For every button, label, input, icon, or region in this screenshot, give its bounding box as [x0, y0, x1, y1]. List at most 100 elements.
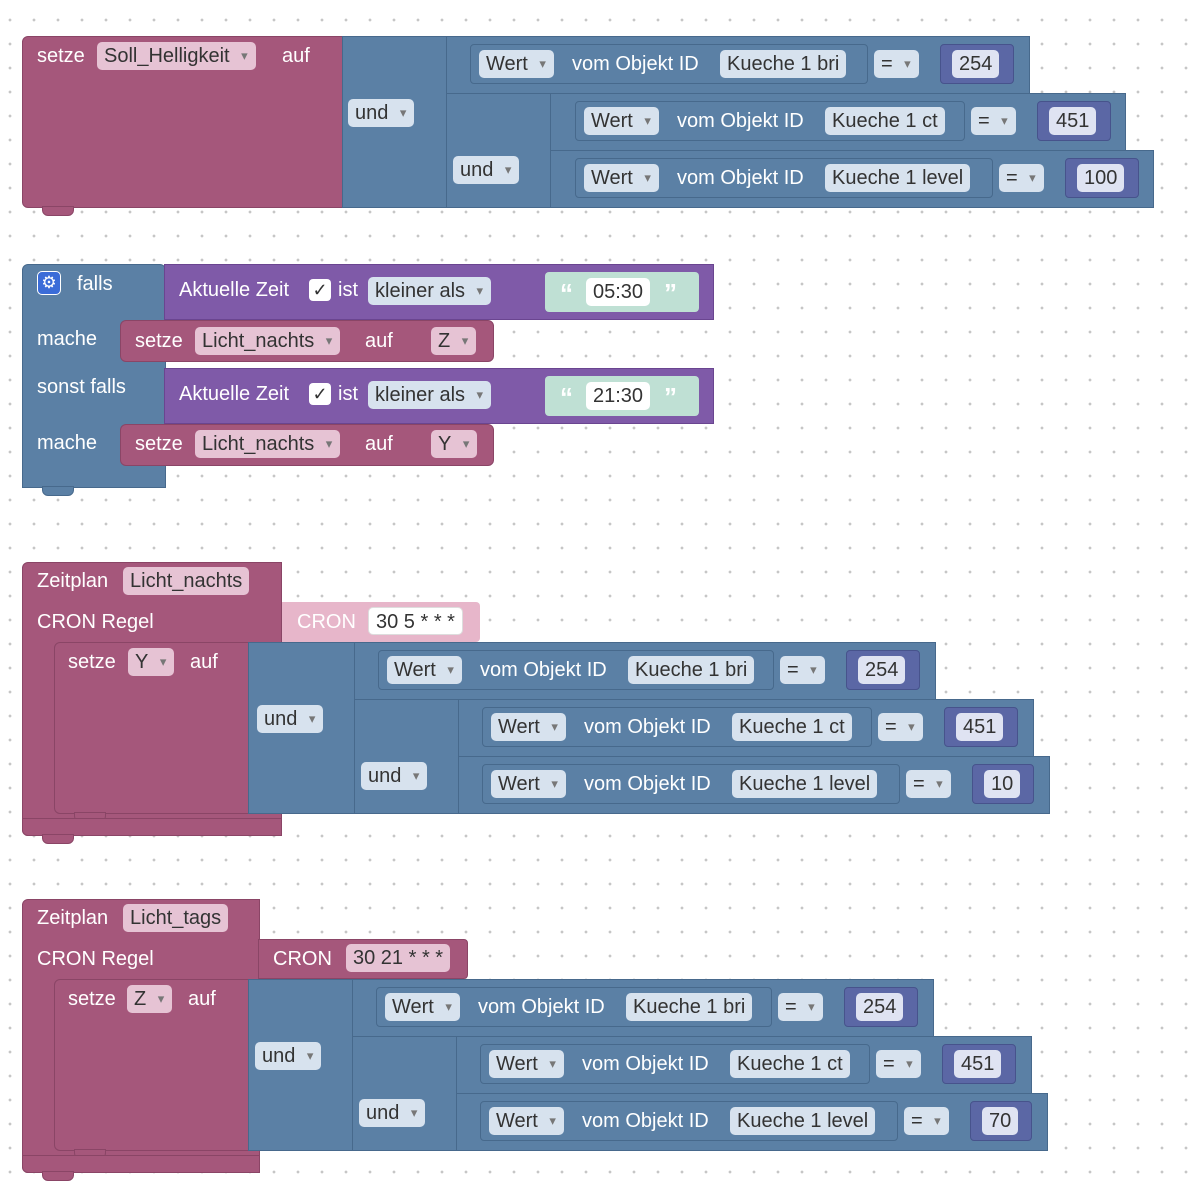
compare-dropdown[interactable]: kleiner als [368, 277, 492, 305]
if-block-bottom [22, 470, 166, 488]
aktuelle-zeit-label: Aktuelle Zeit [179, 383, 290, 405]
variable-dropdown[interactable]: Licht_nachts [195, 327, 341, 355]
number-value[interactable]: 451 [954, 1050, 1002, 1078]
time-value[interactable]: 05:30 [586, 278, 651, 306]
object-id-field[interactable]: Kueche 1 level [825, 164, 971, 192]
compare-dropdown[interactable]: kleiner als [368, 381, 492, 409]
quote-close-icon: ” [664, 278, 677, 308]
setze-label: setze [37, 45, 85, 67]
und-block-inner[interactable] [446, 93, 552, 208]
zeitplan-label: Zeitplan [37, 570, 109, 592]
number-value[interactable]: 254 [856, 993, 904, 1021]
number-value[interactable]: 70 [982, 1107, 1019, 1135]
logic-operator-dropdown[interactable]: und [348, 99, 415, 127]
variable-dropdown[interactable]: Y [128, 648, 175, 676]
setze-label: setze [135, 330, 183, 352]
number-value[interactable]: 100 [1077, 164, 1125, 192]
wert-dropdown[interactable]: Wert [491, 713, 566, 741]
operator-dropdown[interactable]: = [780, 656, 825, 684]
variable-dropdown[interactable]: Z [127, 985, 173, 1013]
quote-close-icon: ” [664, 382, 677, 412]
falls-label: falls [77, 273, 113, 295]
aktuelle-zeit-label: Aktuelle Zeit [179, 279, 290, 301]
number-value[interactable]: 10 [984, 770, 1021, 798]
vom-objekt-id-label: vom Objekt ID [572, 53, 699, 75]
logic-operator-dropdown[interactable]: und [361, 762, 428, 790]
ist-label: ist [338, 279, 358, 301]
cron-regel-label: CRON Regel [37, 611, 154, 633]
cron-expression-field[interactable]: 30 21 * * * [346, 944, 451, 972]
number-value[interactable]: 451 [1049, 107, 1097, 135]
und-block-inner[interactable] [354, 699, 460, 814]
setze-label: setze [68, 651, 116, 673]
object-id-field[interactable]: Kueche 1 ct [732, 713, 852, 741]
cron-label: CRON [297, 611, 356, 633]
vom-objekt-id-label: vom Objekt ID [582, 1110, 709, 1132]
set-variable-block[interactable] [54, 979, 250, 1151]
und-block-inner[interactable] [352, 1036, 458, 1151]
number-value[interactable]: 254 [858, 656, 906, 684]
variable-dropdown[interactable]: Licht_nachts [195, 430, 341, 458]
gear-icon[interactable]: ⚙ [37, 271, 61, 295]
auf-label: auf [188, 988, 216, 1010]
number-value[interactable]: 254 [952, 50, 1000, 78]
schedule-name-field[interactable]: Licht_nachts [123, 567, 250, 595]
logic-operator-dropdown[interactable]: und [257, 705, 324, 733]
wert-dropdown[interactable]: Wert [584, 164, 659, 192]
wert-dropdown[interactable]: Wert [385, 993, 460, 1021]
number-value[interactable]: 451 [956, 713, 1004, 741]
value-dropdown[interactable]: Z [431, 327, 477, 355]
object-id-field[interactable]: Kueche 1 level [730, 1107, 876, 1135]
block-notch [42, 486, 74, 496]
mache-label: mache [37, 328, 98, 350]
zeitplan-label: Zeitplan [37, 907, 109, 929]
auf-label: auf [282, 45, 310, 67]
operator-dropdown[interactable]: = [874, 50, 919, 78]
operator-dropdown[interactable]: = [999, 164, 1044, 192]
schedule-name-field[interactable]: Licht_tags [123, 904, 229, 932]
wert-dropdown[interactable]: Wert [387, 656, 462, 684]
checkbox[interactable]: ✓ [309, 279, 331, 301]
mache-label: mache [37, 432, 98, 454]
operator-dropdown[interactable]: = [876, 1050, 921, 1078]
vom-objekt-id-label: vom Objekt ID [582, 1053, 709, 1075]
schedule-block-bottom [22, 1155, 260, 1173]
variable-dropdown[interactable]: Soll_Helligkeit [97, 42, 256, 70]
object-id-field[interactable]: Kueche 1 bri [720, 50, 847, 78]
object-id-field[interactable]: Kueche 1 bri [628, 656, 755, 684]
logic-operator-dropdown[interactable]: und [255, 1042, 322, 1070]
block-notch [42, 206, 74, 216]
logic-operator-dropdown[interactable]: und [359, 1099, 426, 1127]
operator-dropdown[interactable]: = [904, 1107, 949, 1135]
vom-objekt-id-label: vom Objekt ID [584, 716, 711, 738]
object-id-field[interactable]: Kueche 1 level [732, 770, 878, 798]
wert-dropdown[interactable]: Wert [479, 50, 554, 78]
schedule-block-bottom [22, 818, 282, 836]
wert-dropdown[interactable]: Wert [491, 770, 566, 798]
operator-dropdown[interactable]: = [971, 107, 1016, 135]
cron-label: CRON [273, 948, 332, 970]
wert-dropdown[interactable]: Wert [489, 1050, 564, 1078]
checkbox[interactable]: ✓ [309, 383, 331, 405]
quote-open-icon: “ [560, 278, 573, 308]
operator-dropdown[interactable]: = [878, 713, 923, 741]
object-id-field[interactable]: Kueche 1 bri [626, 993, 753, 1021]
block-notch [42, 834, 74, 844]
operator-dropdown[interactable]: = [778, 993, 823, 1021]
wert-dropdown[interactable]: Wert [489, 1107, 564, 1135]
object-id-field[interactable]: Kueche 1 ct [825, 107, 945, 135]
vom-objekt-id-label: vom Objekt ID [584, 773, 711, 795]
auf-label: auf [365, 433, 393, 455]
cron-expression-field[interactable]: 30 5 * * * [368, 607, 463, 635]
vom-objekt-id-label: vom Objekt ID [677, 110, 804, 132]
operator-dropdown[interactable]: = [906, 770, 951, 798]
logic-operator-dropdown[interactable]: und [453, 156, 520, 184]
auf-label: auf [190, 651, 218, 673]
vom-objekt-id-label: vom Objekt ID [478, 996, 605, 1018]
block-notch [42, 1171, 74, 1181]
ist-label: ist [338, 383, 358, 405]
wert-dropdown[interactable]: Wert [584, 107, 659, 135]
value-dropdown[interactable]: Y [431, 430, 478, 458]
time-value[interactable]: 21:30 [586, 382, 651, 410]
object-id-field[interactable]: Kueche 1 ct [730, 1050, 850, 1078]
